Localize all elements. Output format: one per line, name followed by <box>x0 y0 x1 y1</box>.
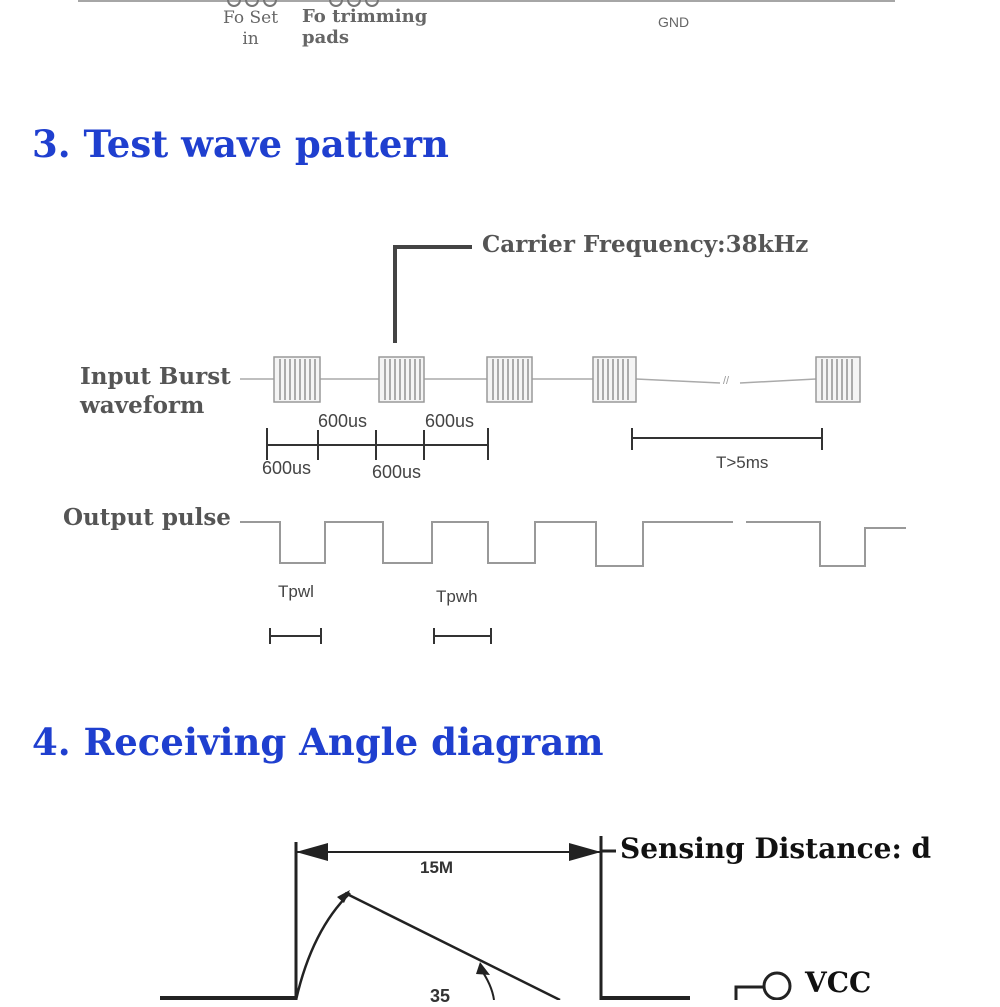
burst-3 <box>486 356 533 403</box>
fo-trimming-label: Fo trimming pads <box>302 6 428 48</box>
output-pulse-waveform <box>240 521 733 567</box>
fo-set-in-label: Fo Set in <box>223 8 279 49</box>
carrier-pointer <box>393 245 472 343</box>
fo-trimming-pins <box>329 0 379 7</box>
break-mark: // <box>723 375 730 387</box>
angle-35-label: 35 <box>430 986 451 1006</box>
vcc-label: VCC <box>805 966 872 999</box>
tpwl-label: Tpwl <box>278 582 314 601</box>
section4-heading: 4. Receiving Angle diagram <box>32 720 604 764</box>
arrow-left <box>296 843 328 861</box>
output-pulse-label: Output pulse <box>63 504 231 531</box>
arrow-right <box>569 843 601 861</box>
burst-4 <box>592 356 637 403</box>
burst-5 <box>815 356 861 403</box>
output-pulse-waveform-end <box>746 521 906 567</box>
fo-set-pins <box>227 0 277 7</box>
burst-2 <box>378 356 425 403</box>
burst-1 <box>273 356 321 403</box>
angle-diagram <box>160 836 792 1000</box>
sensing-distance-label: Sensing Distance: d <box>620 832 932 865</box>
burst-baseline <box>240 378 817 384</box>
carrier-frequency-label: Carrier Frequency:38kHz <box>482 231 809 258</box>
arc-arrow <box>337 890 350 903</box>
timing-600us-c: 600us <box>262 458 312 478</box>
angle-arrow <box>476 962 490 975</box>
section3-heading: 3. Test wave pattern <box>32 122 449 166</box>
gnd-label: GND <box>658 14 690 30</box>
input-burst-label: Input Burst waveform <box>80 363 231 419</box>
tpwh-label: Tpwh <box>436 587 478 606</box>
timing-dimensions <box>266 428 823 460</box>
pulse-width-markers <box>269 628 492 644</box>
timing-600us-b: 600us <box>425 411 475 431</box>
timing-600us-a: 600us <box>318 411 368 431</box>
timing-600us-d: 600us <box>372 462 422 482</box>
timing-t-gt-5ms: T>5ms <box>716 453 769 472</box>
distance-15m-label: 15M <box>420 858 454 877</box>
